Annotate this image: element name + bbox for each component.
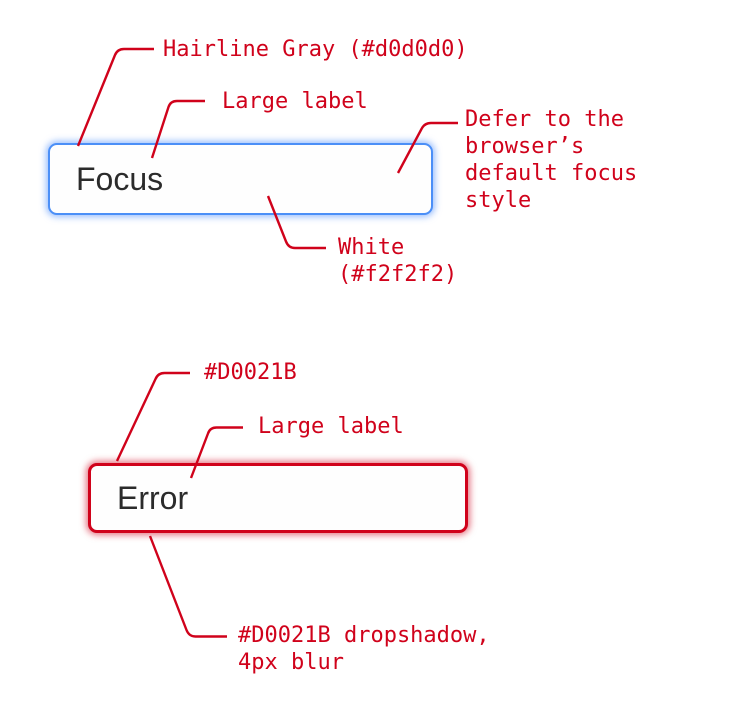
leader-line-error-border-color (115, 371, 190, 462)
focus-input[interactable]: Focus (48, 143, 433, 215)
annotation-default-focus-style: Defer to the browser’s default focus sty… (465, 107, 638, 213)
focus-input-value: Focus (76, 160, 164, 197)
annotation-large-label-error: Large label (258, 414, 404, 439)
leader-line-dropshadow (148, 535, 227, 638)
annotation-white-fill: White (#f2f2f2) (338, 235, 458, 287)
annotation-dropshadow: #D0021B dropshadow, 4px blur (238, 623, 490, 675)
error-input-value: Error (117, 479, 189, 516)
leader-line-hairline-gray (76, 47, 154, 147)
annotation-error-border-color: #D0021B (204, 360, 297, 385)
annotation-large-label-focus: Large label (222, 89, 368, 114)
error-input[interactable]: Error (88, 463, 468, 533)
annotation-hairline-gray: Hairline Gray (#d0d0d0) (163, 37, 468, 62)
